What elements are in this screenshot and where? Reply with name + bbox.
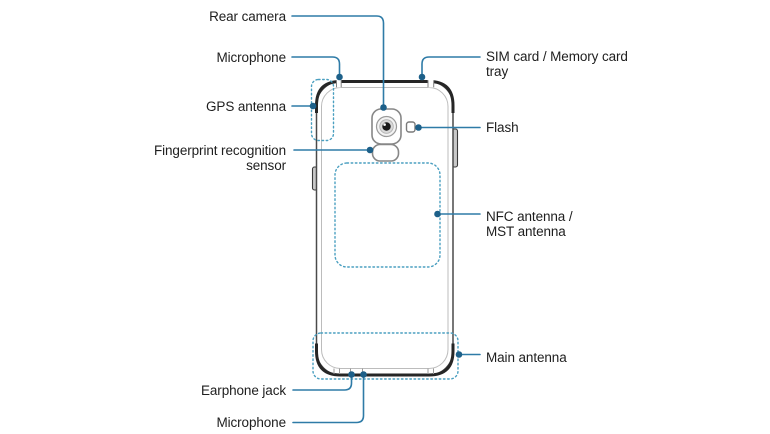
label-nfc-line1: NFC antenna / (486, 209, 573, 224)
dot-fingerprint (366, 146, 374, 154)
bottom-frame-band (315, 343, 455, 377)
label-rear-camera: Rear camera (209, 8, 286, 24)
leader-microphone-bottom (292, 376, 365, 424)
label-nfc-line2: MST antenna (486, 224, 566, 239)
leader-microphone-top (291, 56, 341, 75)
top-microphone-hole (336, 79, 342, 88)
label-sim-tray: SIM card / Memory card tray (486, 49, 628, 79)
sim-tray-slot (427, 79, 434, 88)
phone-back-contour (321, 87, 449, 369)
leader-rear-camera (291, 15, 385, 106)
label-flash: Flash (486, 120, 519, 135)
top-frame-band (315, 80, 455, 113)
flash-led (405, 121, 416, 133)
bottom-port-marks (333, 368, 434, 374)
label-main-antenna: Main antenna (486, 349, 567, 365)
label-earphone-jack: Earphone jack (200, 382, 286, 398)
label-microphone-bottom: Microphone (216, 415, 286, 430)
leader-dots (309, 73, 463, 378)
label-gps-antenna: GPS antenna (206, 98, 286, 114)
label-sim-tray-line1: SIM card / Memory card (486, 48, 628, 64)
leader-sim-tray (421, 56, 481, 75)
label-nfc-antenna: NFC antenna / MST antenna (486, 209, 573, 239)
label-microphone-top: Microphone (216, 49, 286, 65)
dot-main-antenna (455, 351, 463, 358)
dot-earphone-jack (348, 371, 355, 378)
gps-antenna-region (310, 78, 335, 142)
sim-tray-ticks (427, 80, 435, 88)
leader-earphone-jack (292, 376, 353, 391)
label-fingerprint-sensor: Fingerprint recognition sensor (154, 143, 286, 173)
label-sim-tray-line2: tray (486, 63, 509, 79)
label-fingerprint-line2: sensor (246, 157, 286, 173)
fingerprint-sensor (371, 143, 400, 162)
rear-camera-module (371, 108, 402, 145)
dot-flash (415, 124, 422, 131)
dot-microphone-top (336, 73, 343, 81)
phone (311, 79, 459, 377)
leader-lines (291, 15, 481, 424)
dot-microphone-bottom (360, 371, 367, 378)
label-fingerprint-line1: Fingerprint recognition (153, 142, 286, 158)
dot-sim-tray (418, 73, 426, 81)
dot-gps-antenna (309, 102, 317, 110)
dot-nfc-antenna (434, 210, 441, 218)
camera-lens-highlight (383, 123, 386, 126)
camera-lens-core (382, 122, 391, 131)
dot-rear-camera (380, 104, 387, 111)
top-microphone-ticks (336, 80, 342, 88)
